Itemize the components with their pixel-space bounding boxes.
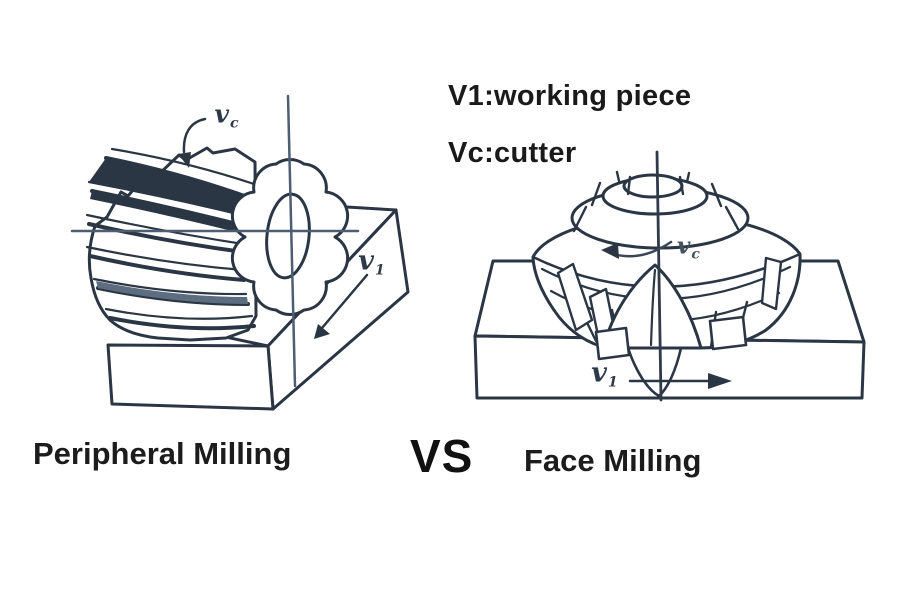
right-centerline [655, 150, 663, 402]
left-centerlines [70, 94, 360, 388]
face-milling-drawing [473, 150, 866, 402]
left-cutter-speed-label: vc [214, 99, 238, 131]
legend-working-piece: V1:working piece [448, 80, 692, 112]
v1-sub: 1 [607, 374, 618, 391]
right-cutter-rotation-arrow [601, 240, 673, 259]
vc-base: v [214, 99, 229, 129]
face-milling-caption: Face Milling [524, 443, 702, 478]
left-feed-speed-label: v1 [358, 245, 384, 278]
peripheral-cutter-body [85, 146, 258, 342]
arbor-hole [265, 192, 311, 280]
right-cutter-speed-label: vc [677, 232, 700, 262]
vs-separator: VS [410, 430, 474, 482]
flute-shading [90, 191, 245, 234]
peripheral-cutter-end-face [230, 157, 350, 317]
right-feed-arrow [628, 373, 732, 389]
v1-sub: 1 [374, 262, 385, 279]
flute-shading [96, 281, 248, 304]
peripheral-milling-caption: Peripheral Milling [33, 436, 292, 471]
cutter-front-insert [594, 263, 748, 398]
peripheral-milling-drawing [70, 94, 410, 411]
vc-sub: c [230, 115, 239, 132]
flute-lines [85, 147, 256, 320]
v1-base: v [358, 245, 374, 277]
vc-base: v [677, 232, 691, 260]
v1-base: v [591, 357, 607, 389]
face-mill-cutter [531, 170, 802, 398]
left-cutter-rotation-arrow [178, 117, 207, 168]
vc-sub: c [691, 246, 700, 263]
right-feed-speed-label: v1 [591, 357, 617, 390]
flute-shading [89, 158, 250, 216]
legend-cutter: Vc:cutter [448, 137, 577, 169]
left-feed-arrow [314, 273, 369, 339]
cutter-dome-steps [570, 170, 750, 250]
